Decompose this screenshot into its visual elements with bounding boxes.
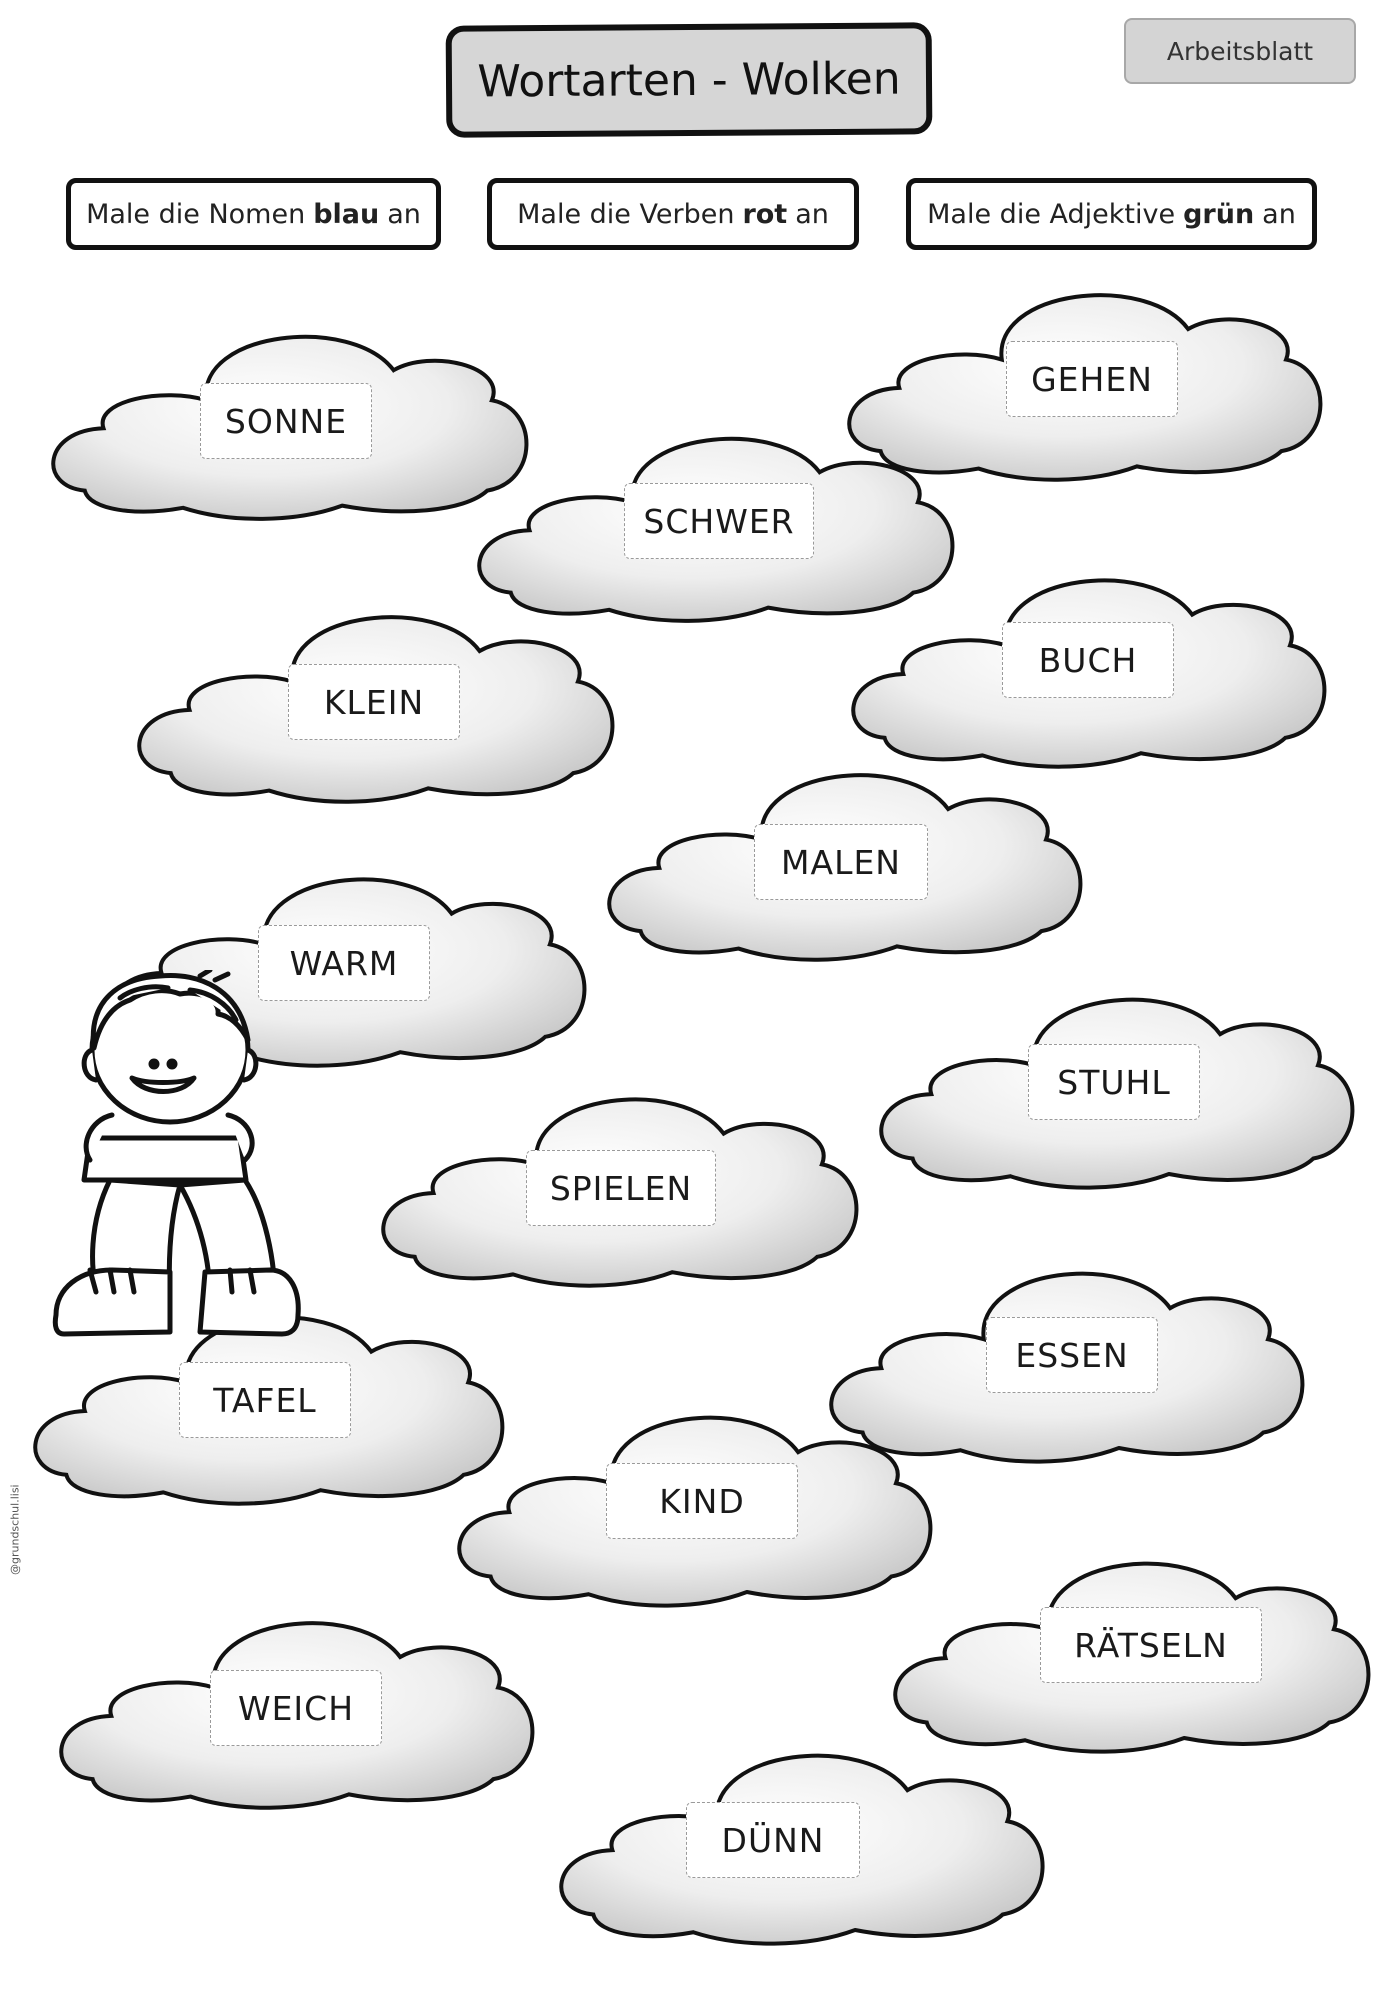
cloud-word-14: WEICH [210,1670,382,1746]
cloud-word-13: RÄTSELN [1040,1607,1262,1683]
cloud-word-4: KLEIN [288,664,460,740]
instruction-verbs-color: rot [742,198,788,230]
cloud-8: STUHL [880,972,1346,1194]
cloud-7: WARM [110,852,578,1072]
cloud-15: DÜNN [560,1728,1036,1950]
cloud-word-1: SONNE [200,383,372,459]
cloud-word-15: DÜNN [686,1802,860,1878]
cloud-12: KIND [458,1390,924,1612]
instruction-adjectives-pre: Male die Adjektive [927,198,1176,230]
cloud-11: ESSEN [830,1246,1296,1468]
cloud-word-3: SCHWER [624,483,814,559]
cloud-4: KLEIN [138,590,606,808]
cloud-13: RÄTSELN [894,1536,1362,1758]
cloud-word-9: SPIELEN [526,1150,716,1226]
cloud-word-12: KIND [606,1463,798,1539]
instruction-verbs-post: an [795,198,829,230]
cloud-word-6: MALEN [754,824,928,900]
cloud-word-8: STUHL [1028,1044,1200,1120]
cloud-2: GEHEN [848,268,1314,486]
instruction-nouns-post: an [387,198,421,230]
cloud-6: MALEN [608,748,1074,966]
instruction-adjectives: Male die Adjektive grün an [906,178,1317,250]
cloud-5: BUCH [852,553,1318,773]
worksheet-title: Wortarten - Wolken [445,22,933,138]
cloud-word-11: ESSEN [986,1317,1158,1393]
instruction-nouns: Male die Nomen blau an [66,178,441,250]
cloud-word-10: TAFEL [179,1362,351,1438]
cloud-1: SONNE [52,310,520,525]
worksheet-badge: Arbeitsblatt [1124,18,1356,84]
cloud-14: WEICH [60,1596,526,1814]
instruction-nouns-pre: Male die Nomen [86,198,306,230]
instruction-verbs-pre: Male die Verben [517,198,735,230]
instruction-adjectives-color: grün [1183,198,1255,230]
instruction-nouns-color: blau [313,198,380,230]
cloud-10: TAFEL [34,1290,496,1510]
cloud-3: SCHWER [478,412,946,627]
cloud-word-2: GEHEN [1006,341,1178,417]
child-illustration [52,970,301,1337]
author-credit: @grundschul.lisi [8,1484,22,1576]
instruction-adjectives-post: an [1262,198,1296,230]
cloud-9: SPIELEN [382,1072,850,1292]
cloud-word-7: WARM [258,925,430,1001]
cloud-word-5: BUCH [1002,622,1174,698]
instruction-verbs: Male die Verben rot an [487,178,859,250]
